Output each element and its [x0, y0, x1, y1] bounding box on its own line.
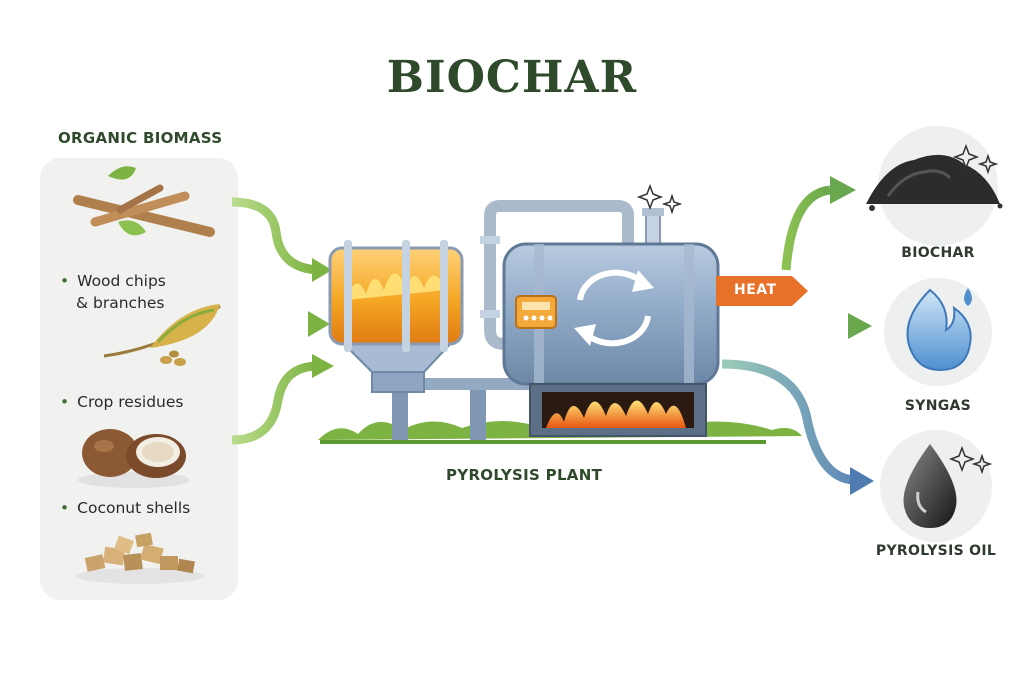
diagram-title: BIOCHAR [386, 52, 638, 103]
output-arrow-biochar [781, 176, 856, 271]
output-label-syngas: SYNGAS [904, 398, 972, 414]
input-arrow-bottom [231, 354, 334, 445]
input-item-wood: •Wood chips & branches [60, 272, 166, 312]
heat-tag: HEAT [716, 276, 808, 306]
input-item-coconut: •Coconut shells [60, 499, 191, 517]
heat-arrow [716, 276, 808, 306]
coconut-shell-icon [78, 429, 190, 488]
wood-branch-icon [73, 166, 215, 237]
gas-flame-icon [884, 278, 992, 386]
crop-residue-icon [103, 304, 221, 366]
biochar-pile-icon [866, 126, 1003, 246]
output-arrow-oil [721, 359, 874, 495]
plant-label: PYROLYSIS PLANT [446, 466, 603, 484]
output-arrow-syngas [722, 313, 872, 339]
input-label-crop: Crop residues [77, 393, 184, 411]
oil-drop-icon [880, 430, 993, 542]
output-label-biochar: BIOCHAR [901, 245, 975, 261]
input-label-wood-line2: & branches [76, 294, 165, 312]
input-arrow-top [231, 197, 332, 282]
pyrolysis-plant-illustration [318, 183, 802, 444]
biomass-header: ORGANIC BIOMASS [58, 129, 223, 147]
input-item-crop: •Crop residues [60, 393, 184, 411]
heat-label: HEAT [734, 282, 777, 298]
input-label-coconut: Coconut shells [77, 499, 191, 517]
input-label-wood-line1: Wood chips [77, 272, 166, 290]
input-arrow-middle [242, 311, 330, 337]
wood-chips-icon [76, 532, 204, 584]
output-label-oil: PYROLYSIS OIL [875, 543, 997, 559]
